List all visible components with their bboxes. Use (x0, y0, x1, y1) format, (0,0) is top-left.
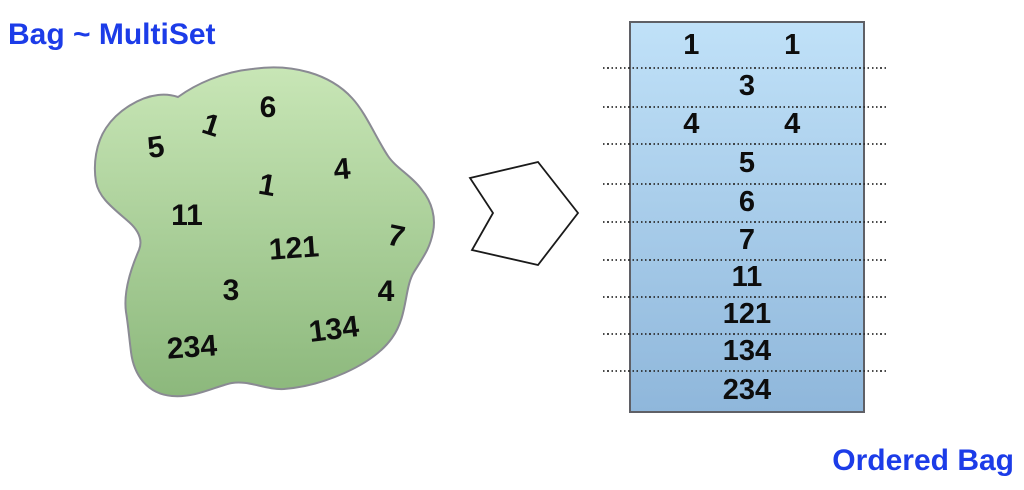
bag-item-value: 1 (198, 107, 225, 144)
row-separator-line (603, 143, 887, 145)
ordered-bag-value: 7 (738, 223, 756, 256)
ordered-bag-row: 6 (631, 183, 863, 221)
ordered-bag-label: Ordered Bag (832, 444, 1014, 477)
ordered-bag-value: 1 (683, 28, 700, 61)
ordered-bag-value: 121 (722, 298, 772, 330)
bag-item-value: 7 (384, 218, 408, 255)
ordered-bag-value: 4 (784, 108, 801, 140)
ordered-bag-value: 6 (738, 185, 756, 218)
bag-item-value: 121 (267, 230, 321, 267)
bag-item-value: 4 (377, 275, 395, 308)
ordered-bag-value: 3 (738, 70, 756, 102)
row-separator-line (603, 183, 887, 185)
ordered-bag-row: 5 (631, 143, 863, 183)
row-separator-line (603, 370, 887, 372)
ordered-bag-row: 7 (631, 221, 863, 259)
ordered-bag-value: 234 (722, 374, 772, 406)
row-separator-line (603, 333, 887, 335)
ordered-bag-value: 11 (731, 261, 763, 293)
bag-item-value: 1 (256, 167, 279, 204)
row-separator-line (603, 259, 887, 261)
ordered-bag-value: 1 (784, 28, 801, 61)
row-separator-line (603, 296, 887, 298)
bag-item-value: 3 (222, 274, 240, 307)
row-separator-line (603, 106, 887, 108)
bag-multiset-title: Bag ~ MultiSet (8, 18, 216, 51)
row-separator-line (603, 67, 887, 69)
row-separator-line (603, 221, 887, 223)
bag-item-value: 6 (259, 91, 277, 124)
ordered-bag-value: 134 (722, 335, 772, 367)
bag-blob-shape (93, 66, 435, 398)
right-arrow-icon (468, 160, 580, 267)
ordered-bag-value: 4 (683, 108, 700, 140)
bag-item-value: 234 (165, 329, 219, 366)
ordered-bag-row: 134 (631, 333, 863, 370)
bag-item-value: 5 (145, 130, 167, 166)
ordered-bag-row: 3 (631, 67, 863, 106)
ordered-bag-row: 11 (631, 259, 863, 296)
ordered-bag-row: 234 (631, 370, 863, 411)
ordered-bag-row: 121 (631, 296, 863, 333)
bag-item-value: 4 (332, 152, 352, 187)
ordered-bag-value: 5 (738, 146, 756, 179)
bag-item-value: 134 (307, 310, 361, 349)
bag-item-value: 11 (171, 199, 203, 232)
